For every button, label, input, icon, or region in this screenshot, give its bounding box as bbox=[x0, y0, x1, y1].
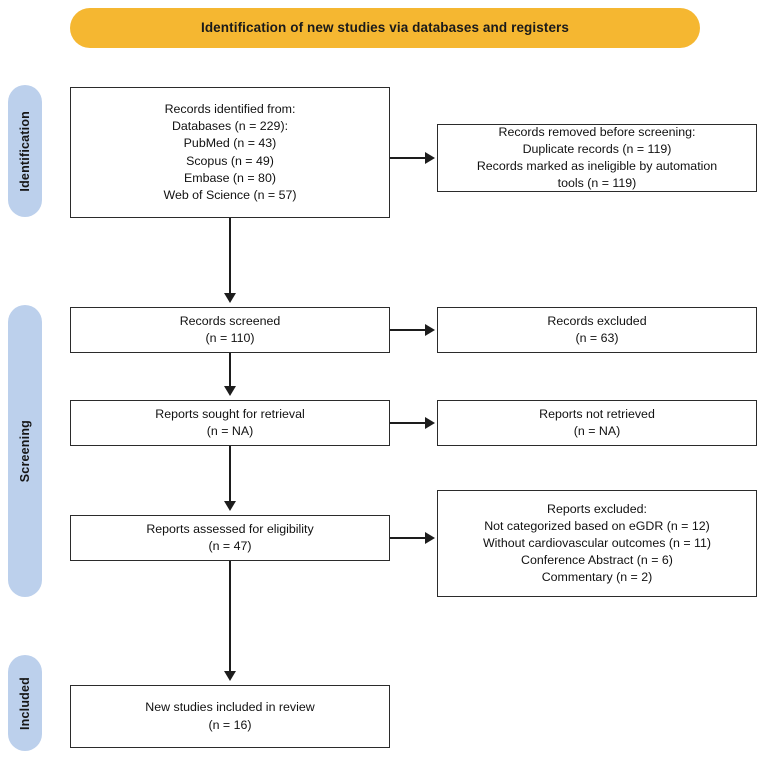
connector-identified-to-removed bbox=[390, 157, 426, 159]
stage-label-identification: Identification bbox=[18, 110, 32, 192]
stage-pill-identification: Identification bbox=[8, 85, 42, 217]
connector-assessed-to-reports-excluded bbox=[390, 537, 426, 539]
box-records-removed-before-screening: Records removed before screening: Duplic… bbox=[437, 124, 757, 192]
box-reports-sought-for-retrieval: Reports sought for retrieval (n = NA) bbox=[70, 400, 390, 446]
box-records-removed-text: Records removed before screening: Duplic… bbox=[476, 124, 718, 191]
arrowhead-down-icon bbox=[224, 501, 236, 511]
box-reports-not-retrieved-text: Reports not retrieved (n = NA) bbox=[539, 406, 655, 438]
box-records-screened-text: Records screened (n = 110) bbox=[179, 313, 281, 345]
box-records-screened: Records screened (n = 110) bbox=[70, 307, 390, 353]
stage-pill-included: Included bbox=[8, 655, 42, 751]
diagram-header-title: Identification of new studies via databa… bbox=[200, 19, 570, 35]
box-reports-excluded-text: Reports excluded: Not categorized based … bbox=[482, 501, 712, 585]
stage-pill-screening: Screening bbox=[8, 305, 42, 597]
stage-label-screening: Screening bbox=[18, 419, 32, 483]
connector-sought-to-not-retrieved bbox=[390, 422, 426, 424]
connector-assessed-to-included bbox=[229, 561, 231, 675]
arrowhead-right-icon bbox=[425, 152, 435, 164]
arrowhead-down-icon bbox=[224, 386, 236, 396]
connector-identified-to-screened bbox=[229, 218, 231, 297]
arrowhead-right-icon bbox=[425, 417, 435, 429]
connector-screened-to-records-excluded bbox=[390, 329, 426, 331]
box-records-identified-text: Records identified from: Databases (n = … bbox=[163, 102, 297, 202]
box-records-identified: Records identified from: Databases (n = … bbox=[70, 87, 390, 218]
box-new-studies-included-text: New studies included in review (n = 16) bbox=[145, 700, 315, 732]
box-reports-sought-text: Reports sought for retrieval (n = NA) bbox=[155, 406, 305, 438]
arrowhead-down-icon bbox=[224, 293, 236, 303]
box-reports-assessed-for-eligibility: Reports assessed for eligibility (n = 47… bbox=[70, 515, 390, 561]
box-reports-assessed-text: Reports assessed for eligibility (n = 47… bbox=[146, 521, 314, 553]
diagram-header-banner: Identification of new studies via databa… bbox=[70, 8, 700, 48]
box-reports-excluded: Reports excluded: Not categorized based … bbox=[437, 490, 757, 597]
connector-sought-to-assessed bbox=[229, 446, 231, 505]
box-reports-not-retrieved: Reports not retrieved (n = NA) bbox=[437, 400, 757, 446]
box-records-excluded: Records excluded (n = 63) bbox=[437, 307, 757, 353]
arrowhead-right-icon bbox=[425, 324, 435, 336]
stage-label-included: Included bbox=[18, 676, 32, 730]
box-records-excluded-text: Records excluded (n = 63) bbox=[547, 313, 647, 345]
connector-screened-to-sought bbox=[229, 353, 231, 390]
arrowhead-right-icon bbox=[425, 532, 435, 544]
box-new-studies-included: New studies included in review (n = 16) bbox=[70, 685, 390, 748]
arrowhead-down-icon bbox=[224, 671, 236, 681]
